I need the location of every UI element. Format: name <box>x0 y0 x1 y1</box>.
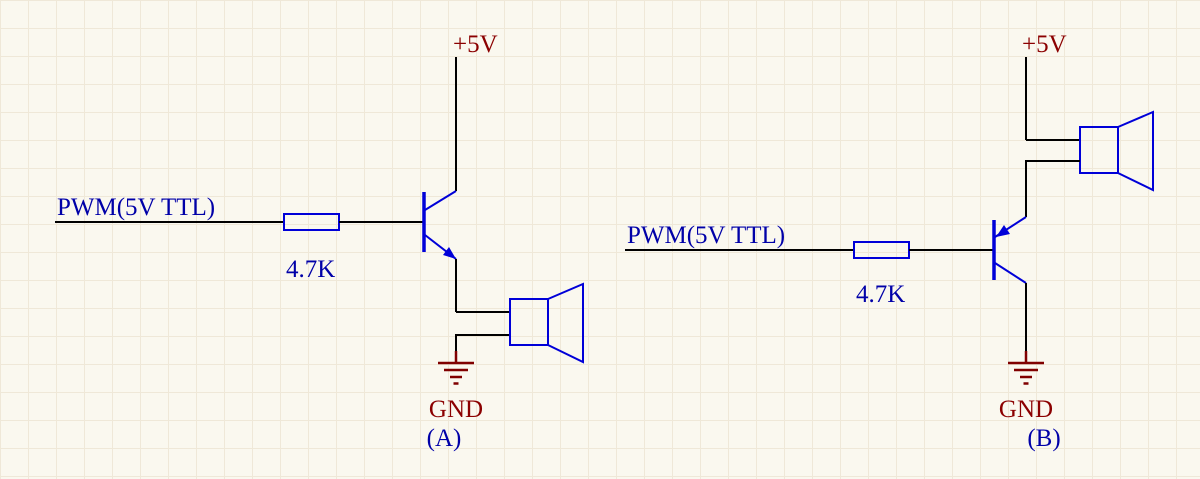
circuit-caption: (A) <box>427 425 462 452</box>
power-label: +5V <box>453 31 498 58</box>
npn-transistor <box>422 190 457 260</box>
circuit-caption: (B) <box>1027 425 1060 452</box>
pnp-transistor <box>992 216 1027 284</box>
power-label: +5V <box>1022 31 1067 58</box>
resistor-value-label: 4.7K <box>856 281 905 308</box>
resistor-value-label: 4.7K <box>286 256 335 283</box>
transistor-collector <box>994 262 1027 284</box>
emitter-arrow-icon <box>996 225 1010 237</box>
speaker-bottom-wire <box>455 334 510 351</box>
resistor <box>853 241 910 259</box>
transistor-collector <box>424 190 457 211</box>
speaker-horn <box>1117 110 1154 192</box>
circuit-b: +5V PWM(5V TTL) 4.7K <box>625 31 1154 452</box>
speaker-body <box>509 298 549 346</box>
speaker-body <box>1079 126 1119 174</box>
emitter-arrow-icon <box>443 247 456 259</box>
speaker-bottom-wire <box>1025 160 1080 217</box>
speaker-horn <box>547 282 584 364</box>
speaker-icon <box>509 282 584 364</box>
pwm-input-label: PWM(5V TTL) <box>627 222 785 249</box>
speaker-icon <box>1079 110 1154 192</box>
ground-label: GND <box>999 396 1053 423</box>
pwm-input-label: PWM(5V TTL) <box>57 194 215 221</box>
ground-symbol <box>438 351 474 385</box>
resistor <box>283 213 340 231</box>
ground-label: GND <box>429 396 483 423</box>
ground-symbol <box>1008 351 1044 385</box>
circuit-a: +5V PWM(5V TTL) 4.7K <box>55 31 584 452</box>
